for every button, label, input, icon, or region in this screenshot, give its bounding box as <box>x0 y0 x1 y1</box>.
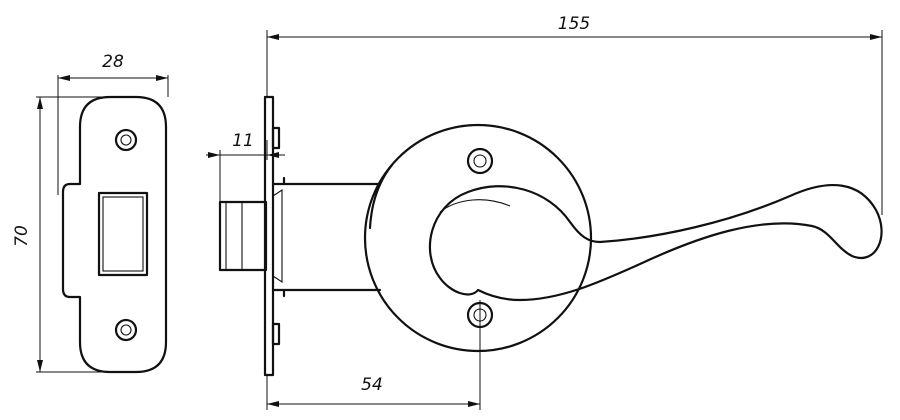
face-plate <box>263 95 275 377</box>
dimension-strike-height <box>36 96 108 373</box>
strike-opening <box>97 191 149 277</box>
strike-plate <box>61 95 168 374</box>
dimension-overall-length <box>266 30 883 215</box>
rose-outer <box>363 123 593 353</box>
latch-case <box>271 176 382 298</box>
lever-outline <box>428 184 883 302</box>
label-strike-height: 70 <box>12 225 32 247</box>
dimension-latch-projection <box>206 140 285 202</box>
label-overall-length: 155 <box>558 14 590 34</box>
label-strike-width: 28 <box>102 52 124 72</box>
strike-opening-inner <box>102 196 144 272</box>
face-plate-tab-top <box>271 126 281 150</box>
latch-assembly <box>218 95 382 377</box>
lever-neck-shadow <box>439 199 511 213</box>
dimension-strike-width <box>57 75 169 195</box>
label-latch-projection: 11 <box>232 131 254 151</box>
strike-screw-top <box>114 128 138 152</box>
lever-handle <box>363 123 883 353</box>
label-backset: 54 <box>361 375 383 395</box>
strike-plate-outline <box>61 95 168 374</box>
latch-bolt <box>218 200 268 272</box>
strike-screw-bottom <box>114 318 138 342</box>
dimension-backset <box>266 300 481 410</box>
face-plate-tab-bottom <box>271 322 281 346</box>
rose-inner-rim <box>368 163 394 230</box>
rose-screw-top <box>466 147 494 175</box>
